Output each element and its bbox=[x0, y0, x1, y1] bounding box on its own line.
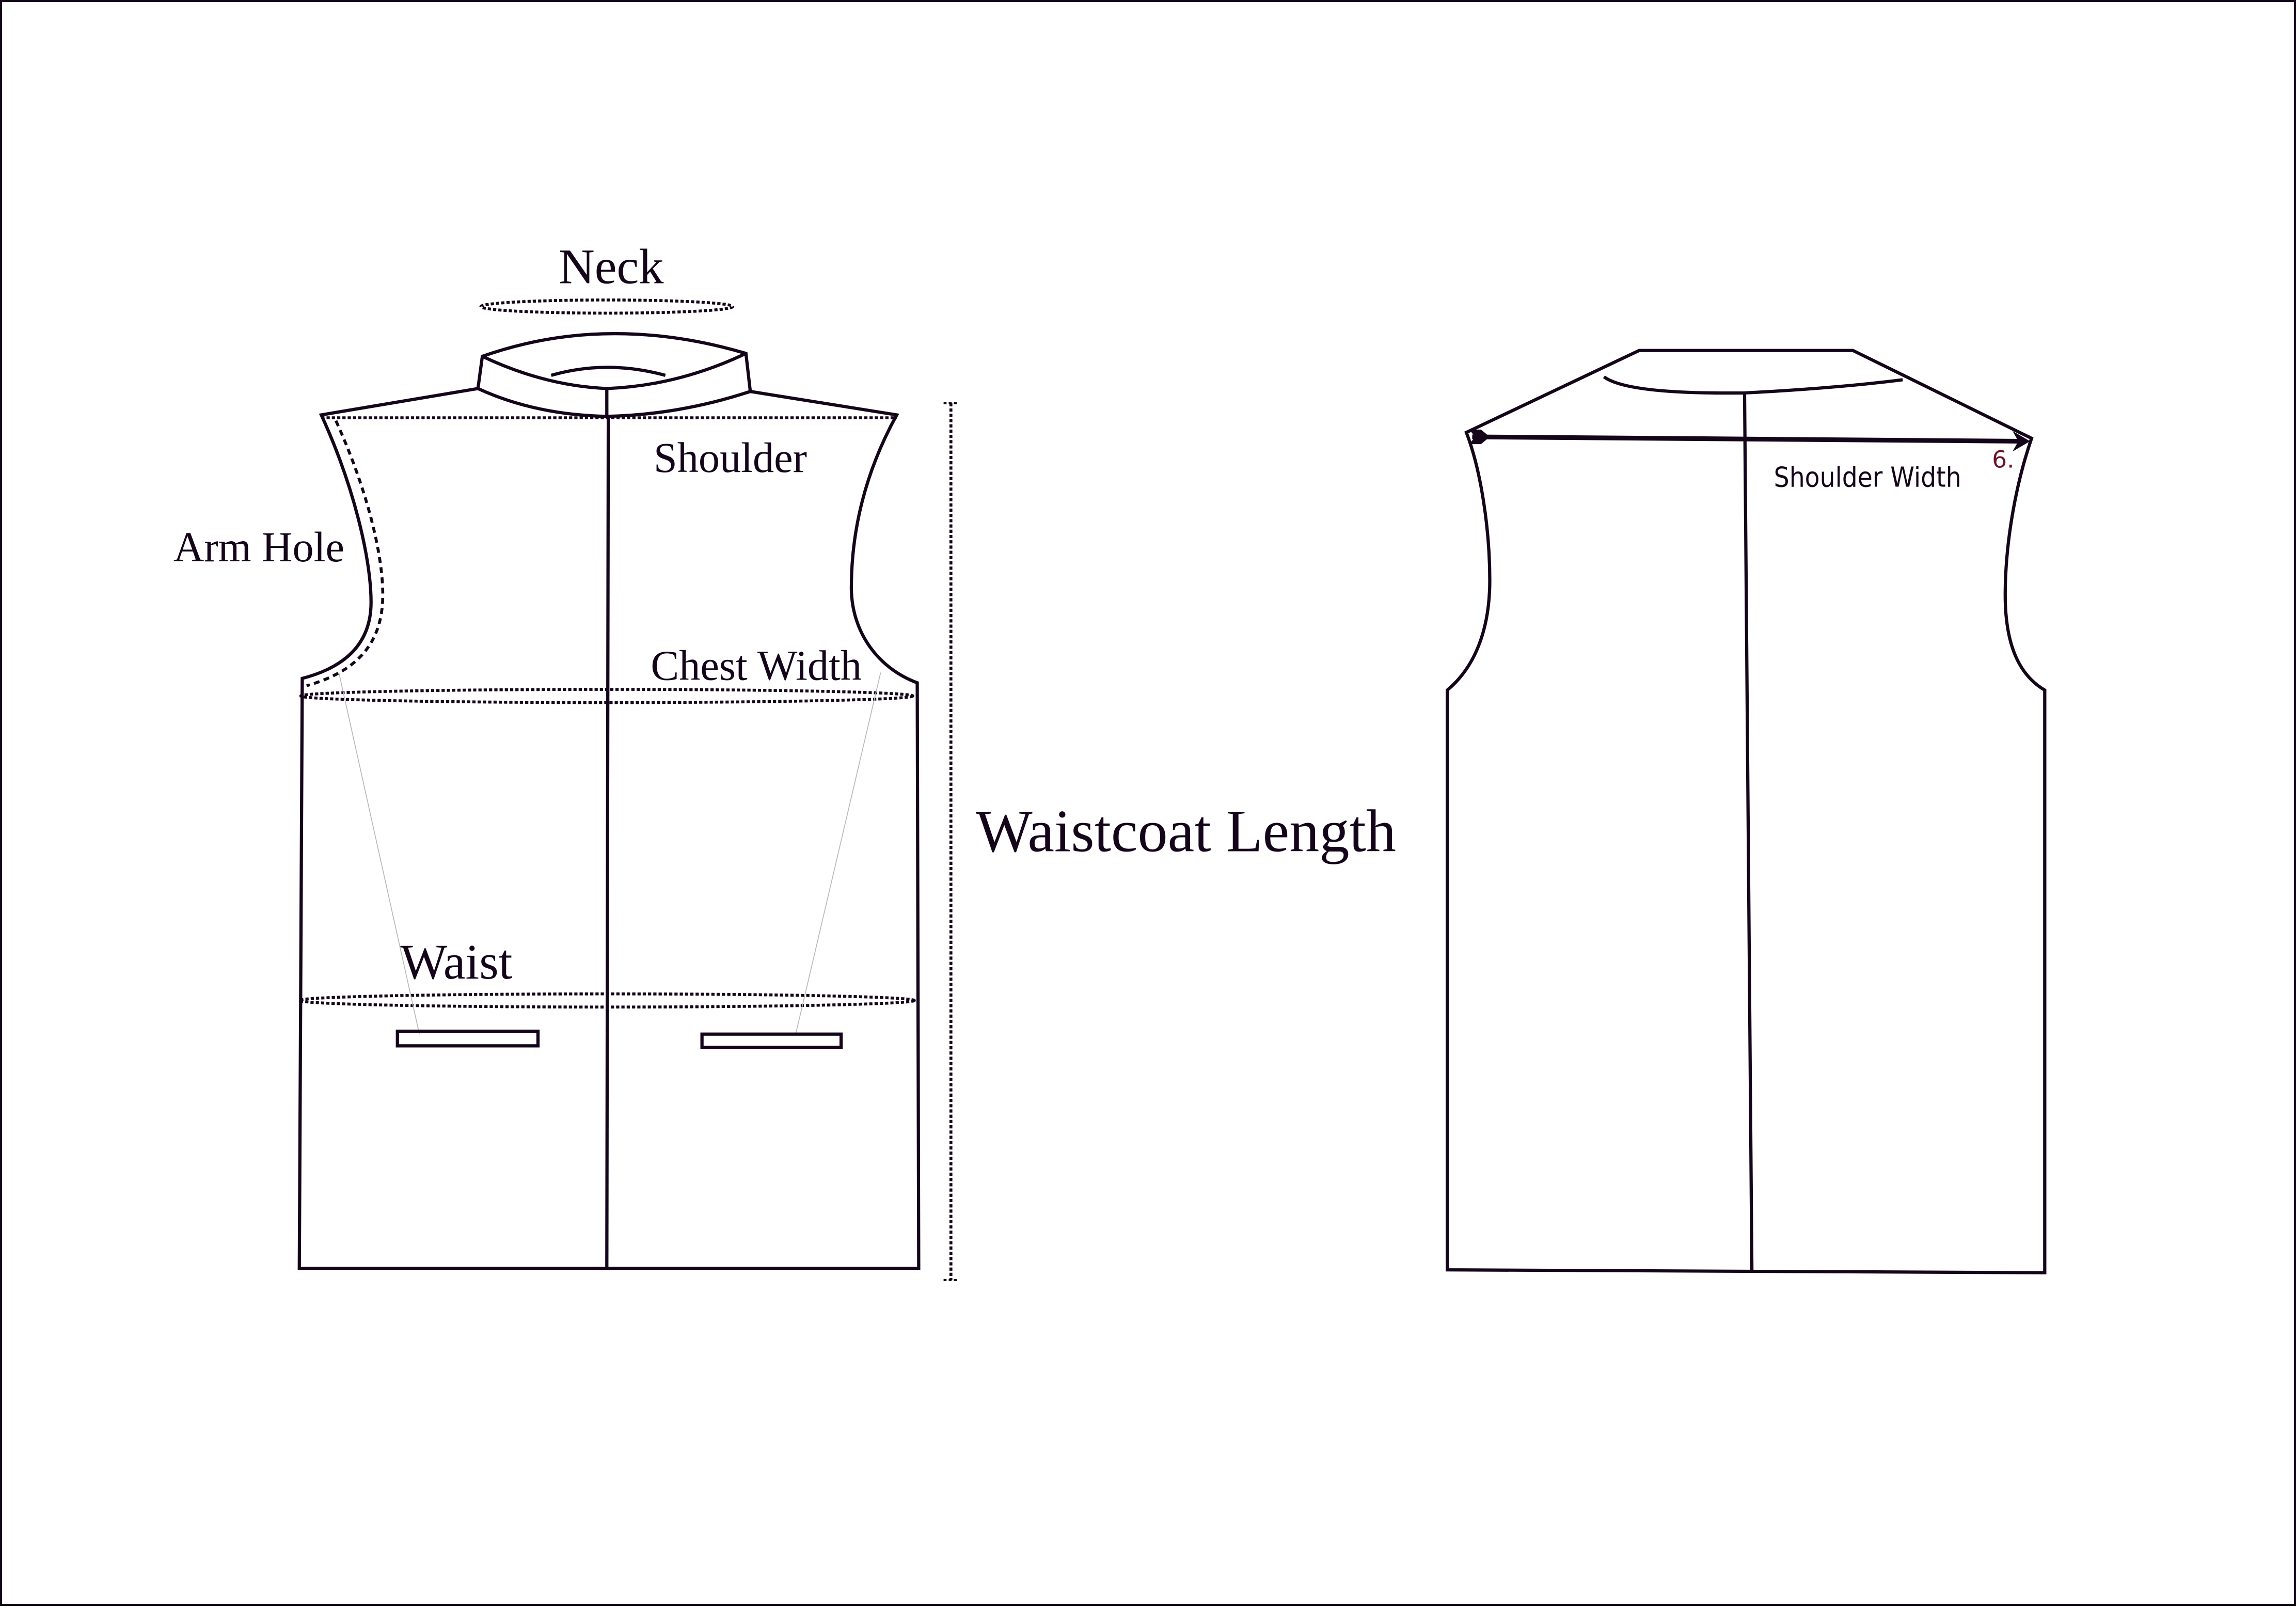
guide-line-left bbox=[338, 672, 420, 1034]
chest-measure-ellipse bbox=[299, 688, 914, 704]
shoulder-width-arrow bbox=[1472, 434, 2023, 444]
label-shoulder: Shoulder bbox=[654, 434, 807, 481]
label-arm-hole: Arm Hole bbox=[173, 524, 344, 571]
back-neck-curve bbox=[1603, 375, 1903, 395]
back-body-outline bbox=[1446, 349, 2047, 1274]
waist-measure-ellipse bbox=[297, 992, 916, 1009]
armhole-measure-curve bbox=[306, 420, 385, 687]
front-vest: Neck Shoulder Arm Hole Chest Width Waist… bbox=[173, 239, 1396, 1281]
label-neck: Neck bbox=[559, 239, 664, 294]
front-body-outline bbox=[297, 387, 921, 1270]
label-waistcoat-length: Waistcoat Length bbox=[976, 798, 1396, 864]
guide-line-right bbox=[795, 672, 881, 1034]
pocket-left bbox=[395, 1029, 540, 1048]
center-front-line bbox=[605, 416, 610, 1269]
pocket-right bbox=[700, 1032, 843, 1049]
neck-measure-ellipse bbox=[479, 298, 735, 315]
arrow-tail-icon bbox=[1469, 429, 1490, 445]
collar-inner-top bbox=[481, 352, 747, 390]
arrow-head-icon bbox=[2012, 431, 2030, 452]
label-chest-width: Chest Width bbox=[651, 642, 862, 689]
collar-outer bbox=[476, 332, 752, 418]
step-number-label: 6. bbox=[1992, 446, 2014, 474]
collar-inner-curve bbox=[550, 366, 666, 377]
label-waist: Waist bbox=[400, 934, 512, 989]
center-back-line bbox=[1743, 392, 1754, 1270]
back-vest: Shoulder Width 6. bbox=[1446, 349, 2047, 1274]
label-shoulder-width: Shoulder Width bbox=[1774, 461, 1961, 493]
